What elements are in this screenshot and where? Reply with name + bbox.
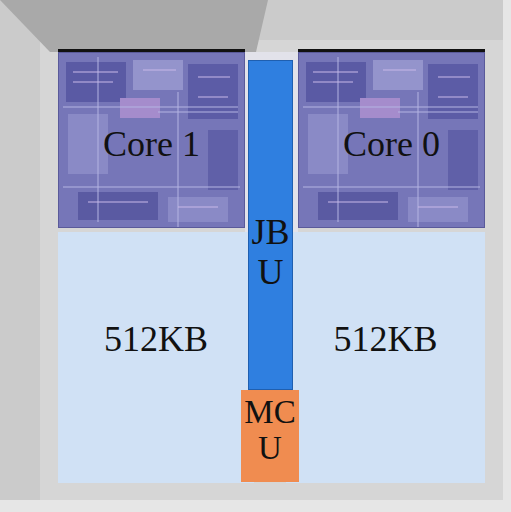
- edge-strip: [0, 500, 511, 512]
- memory-unit: MC U: [241, 390, 299, 482]
- cache-block: 512KB: [58, 232, 254, 483]
- core-block: Core 1: [58, 52, 245, 228]
- die-ground: [40, 40, 503, 500]
- node-label: MC U: [241, 394, 299, 467]
- edge-strip: [503, 0, 511, 512]
- cache-block: 512KB: [286, 232, 485, 483]
- top-funnel: [0, 0, 268, 52]
- node-label: JB U: [249, 213, 292, 292]
- core-block: Core 0: [298, 52, 485, 228]
- core-texture: [298, 52, 485, 228]
- node-label: Core 1: [59, 123, 244, 166]
- node-label: 512KB: [58, 318, 254, 361]
- bus-unit: JB U: [248, 60, 293, 390]
- core-texture: [58, 52, 245, 228]
- node-label: Core 0: [299, 123, 484, 166]
- node-label: 512KB: [286, 318, 485, 361]
